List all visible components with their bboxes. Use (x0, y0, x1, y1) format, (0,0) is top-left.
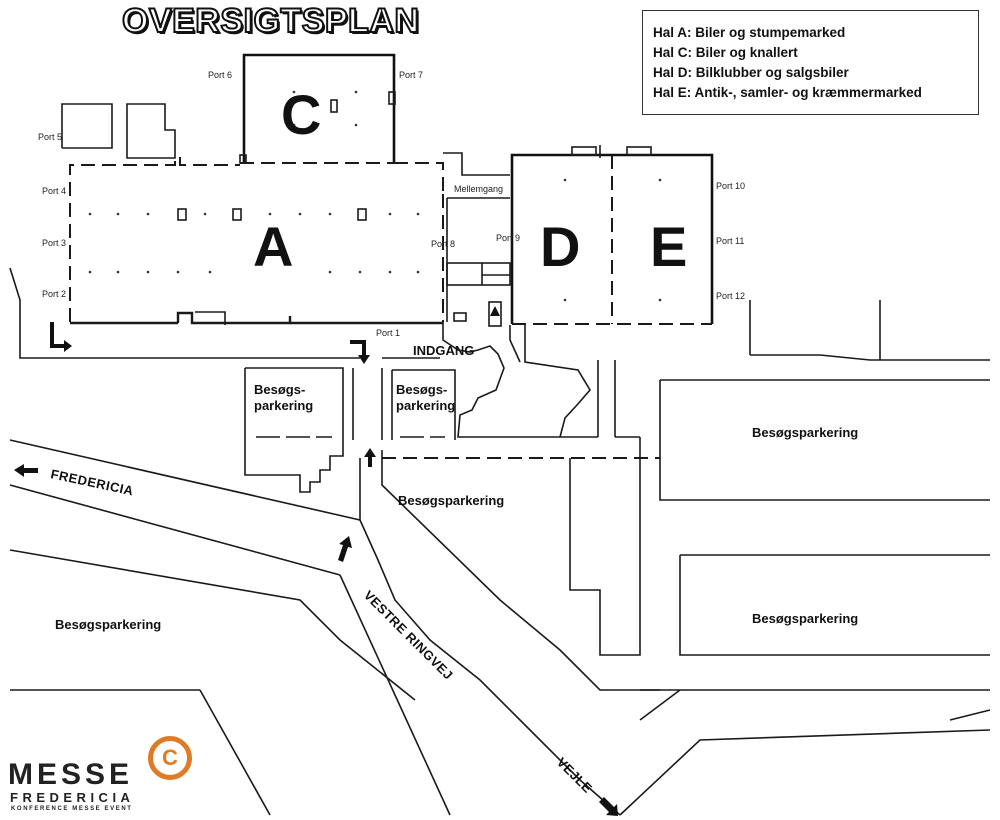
hall-a-label: A (253, 215, 293, 278)
port-3-label: Port 3 (42, 238, 66, 248)
legend-item-d: Hal D: Bilklubber og salgsbiler (653, 65, 849, 80)
parking-small-1-line2: parkering (254, 398, 313, 413)
parking-right-top-label: Besøgsparkering (752, 425, 858, 440)
legend-item-e: Hal E: Antik-, samler- og kræmmermarked (653, 85, 922, 100)
arrow-left-road (50, 322, 72, 352)
parking-and-roads (9, 267, 991, 816)
hall-d-label: D (540, 215, 580, 278)
hall-e-label: E (650, 215, 687, 278)
outbuildings (61, 103, 176, 159)
entrance-block (442, 152, 591, 438)
logo-tagline: KONFERENCE MESSE EVENT (11, 806, 133, 812)
logo-sub-text: FREDERICIA (10, 790, 135, 805)
port-6-label: Port 6 (208, 70, 232, 80)
road-vejle-label: VEJLE (554, 755, 595, 796)
hall-a-outline (69, 157, 444, 325)
port-7-label: Port 7 (399, 70, 423, 80)
arrow-fredericia (14, 464, 38, 477)
hall-c-label: C (281, 83, 321, 146)
mellemgang-label: Mellemgang (454, 184, 503, 194)
logo-main-text: MESSE (8, 758, 134, 791)
page-title: OVERSIGTSPLAN (121, 1, 420, 41)
logo-c-mark: C (148, 736, 192, 780)
legend-item-a: Hal A: Biler og stumpemarked (653, 25, 846, 40)
arrow-up-center (364, 448, 376, 467)
parking-right-bottom-label: Besøgsparkering (752, 611, 858, 626)
parking-small-2-line2: parkering (396, 398, 455, 413)
hall-c-outline (239, 53, 396, 164)
port-5-label: Port 5 (38, 132, 62, 142)
port-10-label: Port 10 (716, 181, 745, 191)
parking-center-label: Besøgsparkering (398, 493, 504, 508)
port-11-label: Port 11 (716, 236, 744, 246)
parking-small-1-line1: Besøgs- (254, 382, 305, 397)
port-12-label: Port 12 (716, 291, 745, 301)
hall-d-e-outline (510, 145, 714, 325)
hall-legend: Hal A: Biler og stumpemarked Hal C: Bile… (642, 10, 979, 115)
port-9-label: Port 9 (496, 233, 520, 243)
port-4-label: Port 4 (42, 186, 66, 196)
parking-left-label: Besøgsparkering (55, 617, 161, 632)
port-8-label: Port 8 (431, 239, 455, 249)
arrow-up-ringvej (338, 536, 352, 562)
indgang-label: INDGANG (413, 343, 474, 358)
parking-small-2-line1: Besøgs- (396, 382, 447, 397)
port-1-label: Port 1 (376, 328, 400, 338)
arrow-vejle (599, 797, 618, 816)
arrow-port1 (350, 340, 370, 364)
road-fredericia-label: FREDERICIA (49, 466, 135, 498)
messe-fredericia-logo: C MESSE FREDERICIA KONFERENCE MESSE EVEN… (8, 736, 208, 816)
port-2-label: Port 2 (42, 289, 66, 299)
legend-item-c: Hal C: Biler og knallert (653, 45, 798, 60)
direction-arrows (14, 322, 618, 816)
